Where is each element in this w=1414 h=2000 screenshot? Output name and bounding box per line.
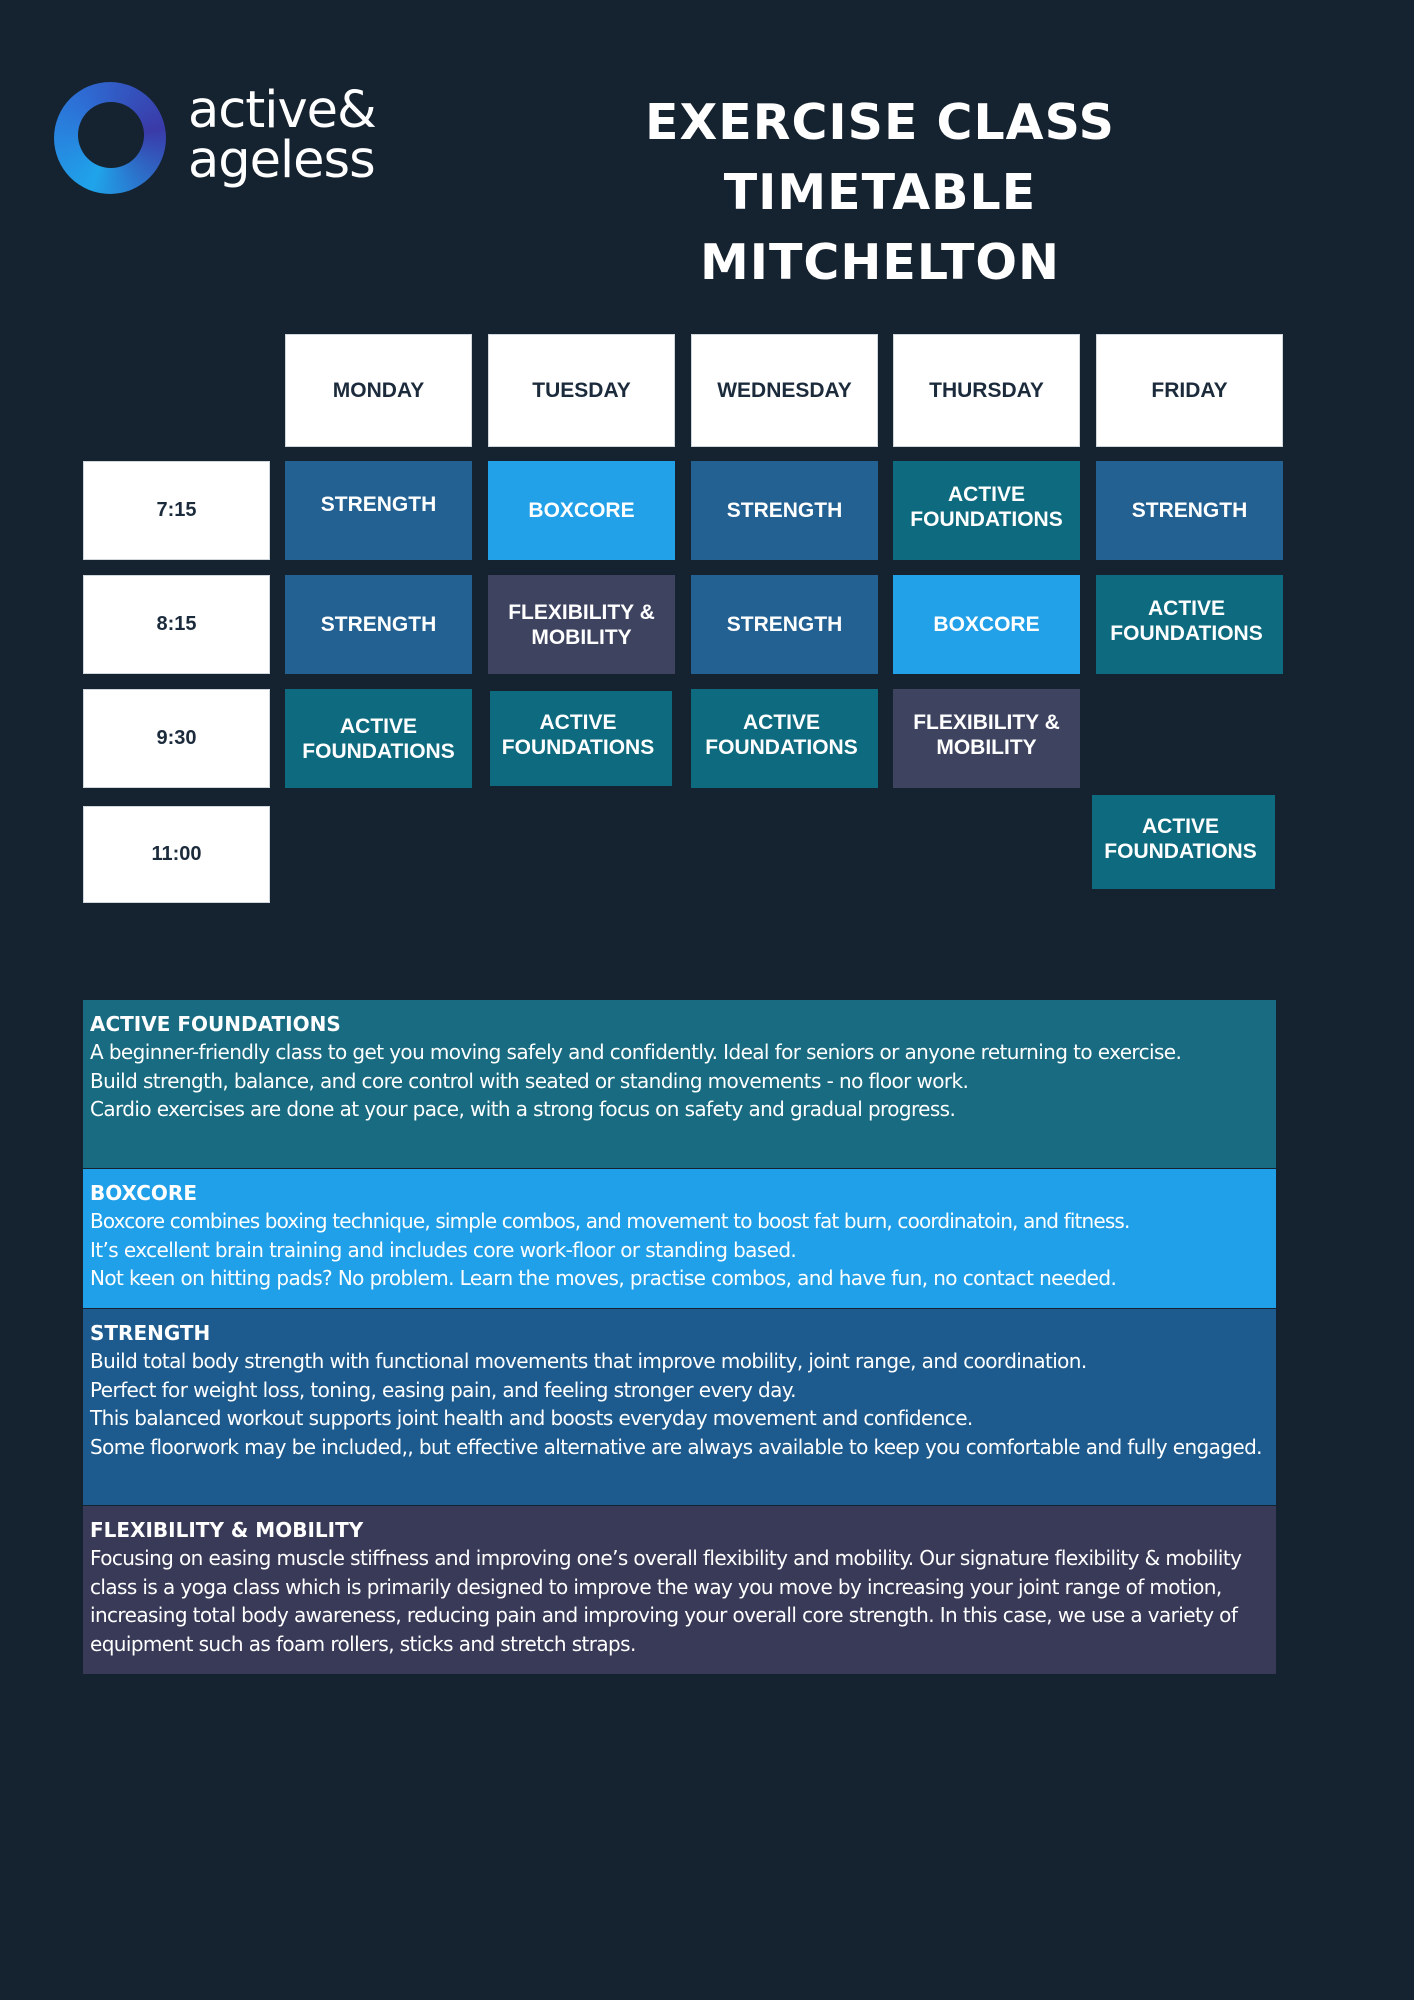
description-active-foundations: ACTIVE FOUNDATIONS A beginner-friendly c… — [83, 1000, 1276, 1168]
class-cell: ACTIVE FOUNDATIONS — [691, 689, 878, 788]
class-cell: ACTIVE FOUNDATIONS — [1092, 795, 1275, 889]
description-heading: STRENGTH — [90, 1321, 211, 1345]
class-cell: ACTIVE FOUNDATIONS — [490, 691, 672, 786]
brand-logo: active& ageless — [54, 82, 414, 200]
description-line: A beginner-friendly class to get you mov… — [90, 1040, 1182, 1064]
class-cell: BOXCORE — [488, 461, 675, 560]
description-line: Build strength, balance, and core contro… — [90, 1068, 969, 1093]
description-line: Cardio exercises are done at your pace, … — [90, 1097, 956, 1121]
time-label-930: 9:30 — [83, 689, 270, 788]
day-header-wednesday: WEDNESDAY — [691, 334, 878, 447]
time-label-815: 8:15 — [83, 575, 270, 674]
day-header-tuesday: TUESDAY — [488, 334, 675, 447]
day-header-thursday: THURSDAY — [893, 334, 1080, 447]
description-heading: ACTIVE FOUNDATIONS — [90, 1012, 341, 1036]
page-title: EXERCISE CLASS TIMETABLE MITCHELTON — [500, 88, 1260, 298]
logo-line-1: active& — [188, 81, 377, 140]
logo-line-2: ageless — [188, 131, 376, 190]
class-cell: FLEXIBILITY & MOBILITY — [488, 575, 675, 674]
description-flexibility-mobility: FLEXIBILITY & MOBILITY Focusing on easin… — [83, 1506, 1276, 1674]
description-line: Not keen on hitting pads? No problem. Le… — [90, 1266, 1117, 1290]
description-line: Build total body strength with functiona… — [90, 1349, 1087, 1373]
logo-wordmark: active& ageless — [188, 81, 377, 190]
day-header-friday: FRIDAY — [1096, 334, 1283, 447]
class-cell: STRENGTH — [691, 575, 878, 674]
day-header-monday: MONDAY — [285, 334, 472, 447]
class-cell: STRENGTH — [1096, 461, 1283, 560]
description-line: Some floorwork may be included,, but eff… — [90, 1434, 1263, 1459]
description-strength: STRENGTH Build total body strength with … — [83, 1309, 1276, 1505]
title-line-1: EXERCISE CLASS TIMETABLE — [645, 94, 1115, 221]
class-cell: ACTIVE FOUNDATIONS — [1096, 575, 1283, 674]
description-line: Boxcore combines boxing technique, simpl… — [90, 1209, 1130, 1233]
logo-ring-icon — [54, 82, 166, 194]
class-cell: STRENGTH — [691, 461, 878, 560]
time-label-1100: 11:00 — [83, 806, 270, 903]
title-line-2: MITCHELTON — [699, 234, 1061, 291]
class-cell: STRENGTH — [285, 575, 472, 674]
description-line: Perfect for weight loss, toning, easing … — [90, 1377, 797, 1402]
class-cell: BOXCORE — [893, 575, 1080, 674]
time-label-715: 7:15 — [83, 461, 270, 560]
class-cell: ACTIVE FOUNDATIONS — [285, 689, 472, 788]
description-line: Focusing on easing muscle stiffness and … — [90, 1546, 1242, 1656]
description-heading: BOXCORE — [90, 1181, 197, 1205]
description-boxcore: BOXCORE Boxcore combines boxing techniqu… — [83, 1169, 1276, 1308]
description-heading: FLEXIBILITY & MOBILITY — [90, 1518, 364, 1542]
class-cell: ACTIVE FOUNDATIONS — [893, 461, 1080, 560]
description-line: It’s excellent brain training and includ… — [90, 1237, 797, 1262]
class-cell: FLEXIBILITY & MOBILITY — [893, 689, 1080, 788]
description-line: This balanced workout supports joint hea… — [90, 1406, 973, 1430]
class-cell: STRENGTH — [285, 461, 472, 560]
